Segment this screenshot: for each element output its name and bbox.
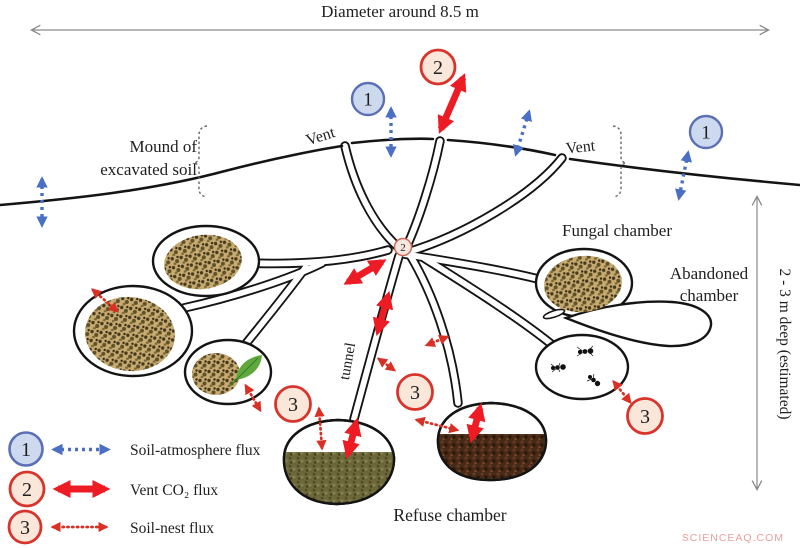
soil-atmosphere-arrow — [675, 150, 692, 201]
svg-text:1: 1 — [21, 439, 31, 461]
legend-badge-1 — [8, 431, 44, 467]
fungus-leaf-chamber — [192, 353, 240, 395]
badge-soil-atmosphere-right: 1 — [688, 114, 724, 150]
vent-right-label: Vent — [565, 137, 596, 157]
soil-nest-arrow — [376, 357, 397, 372]
abandoned-chamber-label-line1: Abandoned — [670, 264, 749, 283]
soil-nest-flux-arrows — [91, 288, 632, 451]
soil-nest-arrow — [414, 416, 460, 434]
soil-nest-arrow — [424, 335, 450, 347]
legend-item-soil-atmosphere: 1 Soil-atmosphere flux — [8, 431, 261, 467]
legend-item-soil-nest: 3 Soil-nest flux — [7, 509, 214, 545]
ant-icon — [576, 345, 594, 357]
soil-nest-arrow — [612, 379, 632, 405]
refuse-fill-left — [283, 452, 395, 504]
abandoned-chamber-label-line2: chamber — [680, 286, 739, 305]
badge-soil-nest-left: 3 — [274, 385, 312, 423]
vent-co2-arrow — [437, 73, 467, 134]
mound-bracket-left — [193, 125, 208, 198]
svg-text:2: 2 — [433, 57, 443, 79]
vent-co2-arrow — [342, 417, 362, 460]
diameter-label: Diameter around 8.5 m — [321, 2, 479, 21]
badge-vent-co2-top: 2 — [419, 48, 457, 86]
vent-co2-flux-arrows — [342, 73, 486, 460]
legend: 1 Soil-atmosphere flux 2 Vent CO₂ flux 3… — [7, 431, 261, 545]
abandoned-chamber-shape — [562, 300, 713, 348]
soil-sliver — [542, 308, 566, 320]
mound-label-line1: Mound of — [129, 137, 197, 156]
refuse-chamber-label: Refuse chamber — [393, 505, 506, 525]
ant-chamber — [534, 333, 630, 401]
svg-text:1: 1 — [701, 123, 711, 144]
mound-bracket-right — [612, 125, 627, 198]
svg-text:3: 3 — [640, 406, 650, 428]
svg-text:2: 2 — [400, 242, 406, 254]
soil-atmosphere-arrow — [513, 109, 532, 157]
fungus-left-large — [85, 296, 175, 372]
soil-nest-arrow — [244, 383, 262, 413]
fungus-gardens — [85, 234, 622, 395]
refuse-fill-right — [437, 434, 547, 480]
svg-text:2: 2 — [22, 479, 32, 501]
legend-label-vent-co2: Vent CO₂ flux — [130, 482, 218, 499]
leaf-icon — [230, 355, 262, 386]
depth-label: 2 - 3 m deep (estimated) — [776, 268, 793, 419]
refuse-left-outline — [282, 418, 396, 506]
svg-text:3: 3 — [20, 517, 30, 539]
legend-badge-3 — [7, 509, 43, 545]
legend-label-soil-nest: Soil-nest flux — [130, 520, 214, 537]
vent-co2-arrow — [343, 259, 387, 285]
svg-text:1: 1 — [363, 90, 373, 111]
vent-co2-arrow — [466, 402, 486, 444]
fungus-top-left — [164, 234, 242, 290]
badge-vent-co2-hub: 2 — [393, 237, 413, 257]
vent-co2-arrow — [372, 290, 394, 337]
fungal-chamber-label: Fungal chamber — [562, 221, 672, 240]
soil-nest-arrow — [91, 288, 119, 313]
ant-icon — [586, 373, 601, 387]
legend-label-soil-atmosphere: Soil-atmosphere flux — [130, 442, 261, 459]
mound-label-line2: excavated soil — [100, 160, 197, 179]
ants — [550, 345, 601, 387]
svg-text:3: 3 — [288, 394, 298, 416]
badge-soil-nest-right: 3 — [626, 397, 664, 435]
vent-left-label: Vent — [304, 124, 338, 149]
badge-soil-nest-mid: 3 — [396, 373, 434, 411]
watermark: SCIENCEAQ.COM — [682, 532, 784, 544]
legend-badge-2 — [8, 470, 46, 508]
svg-text:3: 3 — [410, 382, 420, 404]
fungus-right — [544, 255, 622, 313]
ant-icon — [550, 362, 566, 373]
soil-atmosphere-flux-arrows — [36, 106, 692, 228]
soil-nest-arrow — [314, 406, 327, 451]
legend-item-vent-co2: 2 Vent CO₂ flux — [8, 470, 218, 508]
badge-soil-atmosphere-top: 1 — [350, 81, 386, 117]
tunnel-label: tunnel — [337, 341, 359, 381]
